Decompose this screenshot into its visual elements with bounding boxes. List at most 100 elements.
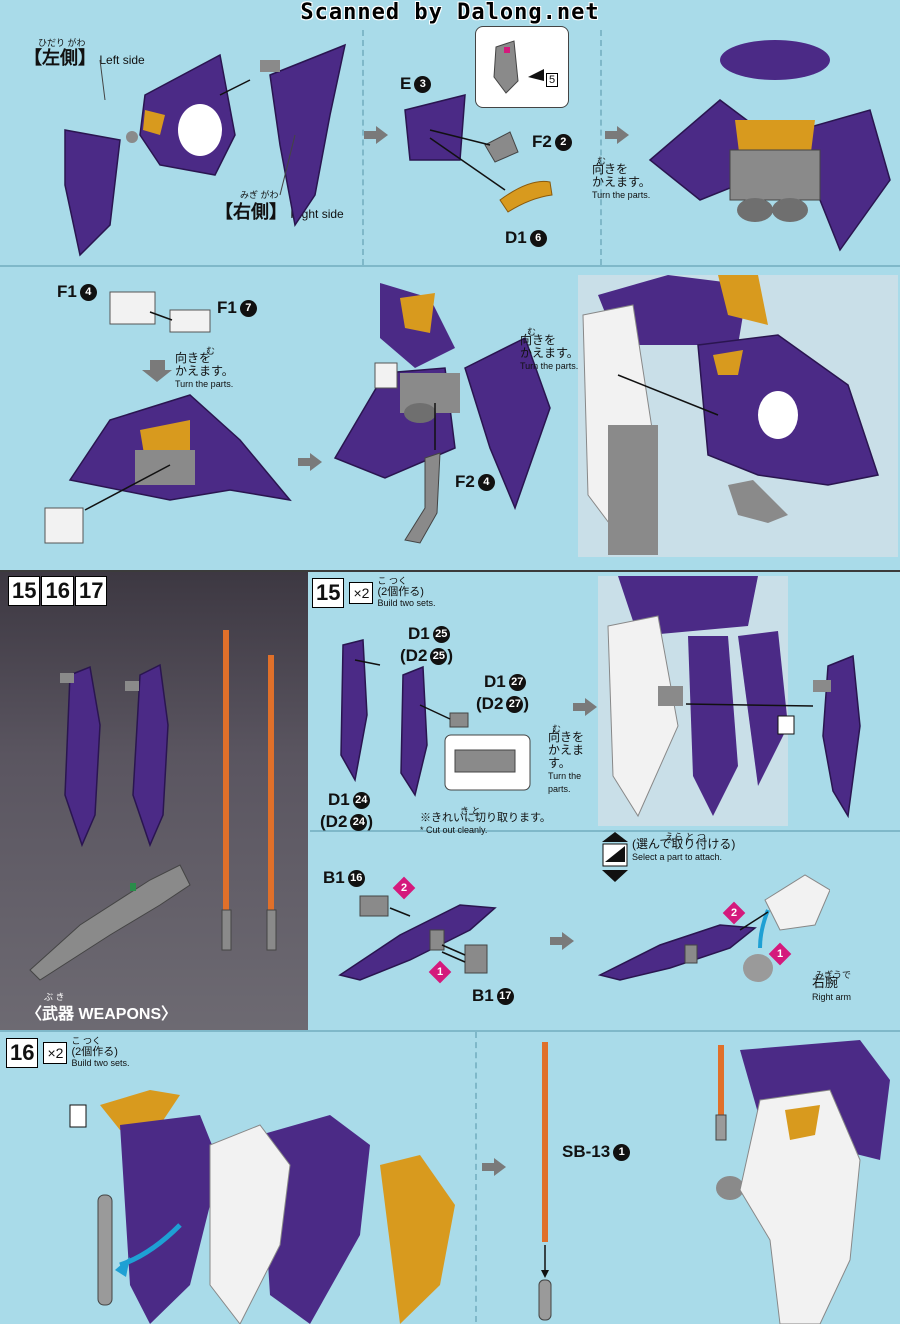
step-15-assembled-illustration xyxy=(598,576,861,826)
part-f2-2-letter: F2 xyxy=(532,132,552,151)
part-f2-4-letter: F2 xyxy=(455,472,475,491)
part-d2-27-letter: (D2 xyxy=(476,694,504,713)
step-mid-illustration xyxy=(404,94,553,213)
part-d2-25-letter: (D2 xyxy=(400,646,428,665)
part-d1-6-letter: D1 xyxy=(505,228,527,247)
step-15-multiplier: ×2 xyxy=(349,581,374,604)
part-detail-icon xyxy=(493,40,544,94)
right-side-ruby: みぎ がわ xyxy=(240,190,279,200)
step-16-en: Build two sets. xyxy=(71,1058,130,1068)
turn-parts-ruby-2: む xyxy=(206,346,216,356)
step-16-multiplier: ×2 xyxy=(43,1041,68,1064)
turn-parts-note-2: 向きを かえます。 Turn the parts. xyxy=(175,352,234,391)
col-divider-1 xyxy=(362,30,365,265)
part-d1-25-number: 25 xyxy=(432,626,450,644)
part-d1-24-number: 24 xyxy=(352,792,370,810)
step-row2-illustration-left xyxy=(44,291,292,544)
part-d1-24-letter: D1 xyxy=(328,790,350,809)
step-16-ruby: こ つく xyxy=(71,1036,101,1046)
detail-bubble: 5 xyxy=(475,26,569,108)
turn-parts-note-4: 向きを かえます。 Turn the parts. xyxy=(548,731,600,796)
turn-parts-note-1: 向きを かえます。 Turn the parts. xyxy=(592,163,651,202)
cut-ruby: き と xyxy=(460,806,481,816)
turn-parts-ruby-1: む xyxy=(597,156,607,166)
step-15b-illustration-left xyxy=(338,895,497,981)
part-b1-16-number: 16 xyxy=(347,870,365,888)
part-d2-25-number: 25 xyxy=(430,648,448,666)
part-b1-16-letter: B1 xyxy=(323,868,345,887)
next-step-arrow-3 xyxy=(298,453,322,471)
right-arm-jp: 右腕 xyxy=(812,975,839,990)
watermark: Scanned by Dalong.net xyxy=(300,0,600,25)
step-label-15: 15 xyxy=(8,576,41,606)
order-mark-1b-text: 1 xyxy=(776,948,784,960)
shoulder-armor-illustration-left xyxy=(64,43,347,257)
part-d1-25-letter: D1 xyxy=(408,624,430,643)
turn-parts-jp1: 向きを xyxy=(548,730,585,744)
turn-parts-jp1: 向きを xyxy=(520,333,557,347)
part-sb-13-number: 1 xyxy=(613,1144,631,1162)
step-15-label: 15 xyxy=(312,577,345,608)
right-arm-ruby: みぎうで xyxy=(815,970,852,980)
step-16-illustration-right xyxy=(715,1040,890,1324)
part-d2-25-close: ) xyxy=(447,646,454,665)
step-15-build-two: こ つく (2個作る) Build two sets. xyxy=(377,576,435,609)
step-label-16: 16 xyxy=(41,576,74,606)
left-side-en: Left side xyxy=(99,53,145,67)
step-16-build-two: こ つく (2個作る) Build two sets. xyxy=(71,1036,129,1069)
turn-parts-jp2: かえます。 xyxy=(175,364,234,378)
part-e3-letter: E xyxy=(400,74,412,93)
left-side-ruby: ひだり がわ xyxy=(38,38,86,48)
right-arm-en: Right arm xyxy=(812,992,852,1002)
part-d1-6-number: 6 xyxy=(529,230,547,248)
part-d1-27-letter: D1 xyxy=(484,672,506,691)
row-divider-3 xyxy=(0,1030,900,1032)
next-step-arrow-5 xyxy=(550,932,574,950)
part-d2-24-number: 24 xyxy=(350,814,368,832)
next-step-arrow-4 xyxy=(573,698,597,716)
turn-parts-jp2: かえます。 xyxy=(592,175,651,189)
turn-parts-en: Turn the parts. xyxy=(520,361,579,371)
turn-parts-en: Turn the parts. xyxy=(175,379,234,389)
step-15b-illustration-right xyxy=(597,874,830,982)
turn-parts-en: Turn the parts. xyxy=(592,190,651,200)
part-d2-27-close: ) xyxy=(523,694,530,713)
step-16-beam-saber-illustration xyxy=(538,1042,552,1321)
cut-note: ※きれいに切り取ります。 * Cut out cleanly. xyxy=(420,812,551,836)
turn-parts-en: Turn the parts. xyxy=(548,771,582,794)
part-f1-7-letter: F1 xyxy=(217,298,237,317)
weapons-illustration xyxy=(29,630,277,981)
part-f1-4-number: 4 xyxy=(79,284,97,302)
right-side-jp: 【右側】 xyxy=(215,202,287,222)
cut-en: * Cut out cleanly. xyxy=(420,825,488,835)
part-b1-17-number: 17 xyxy=(496,988,514,1006)
step-15-ruby: こ つく xyxy=(377,576,407,586)
order-mark-2b-text: 2 xyxy=(730,907,738,919)
part-f2-4-number: 4 xyxy=(477,474,495,492)
row-divider-2 xyxy=(0,570,900,572)
next-step-arrow-2 xyxy=(605,126,629,144)
col-divider-3 xyxy=(475,1032,478,1322)
left-side-jp: 【左側】 xyxy=(24,48,96,68)
step-row2-illustration-mid xyxy=(333,283,551,544)
step-16-label-box: 16 xyxy=(6,1037,39,1068)
step-15-header: 15 ×2 こ つく (2個作る) Build two sets. xyxy=(312,576,435,609)
step-15-parts-illustration xyxy=(340,639,531,797)
left-side-label: 【左側】 Left side xyxy=(24,44,145,70)
step-16-label: 16 xyxy=(6,1037,39,1068)
bubble-number: 5 xyxy=(546,73,559,87)
step-15-jp: (2個作る) xyxy=(377,586,424,598)
col-divider-2 xyxy=(600,30,603,265)
turn-parts-jp2: かえます。 xyxy=(548,743,585,770)
part-d2-27-number: 27 xyxy=(506,696,524,714)
next-step-arrow-1 xyxy=(364,126,388,144)
row-divider-4 xyxy=(310,830,900,832)
weapons-label: 〈武器 WEAPONS〉 xyxy=(26,1006,178,1023)
